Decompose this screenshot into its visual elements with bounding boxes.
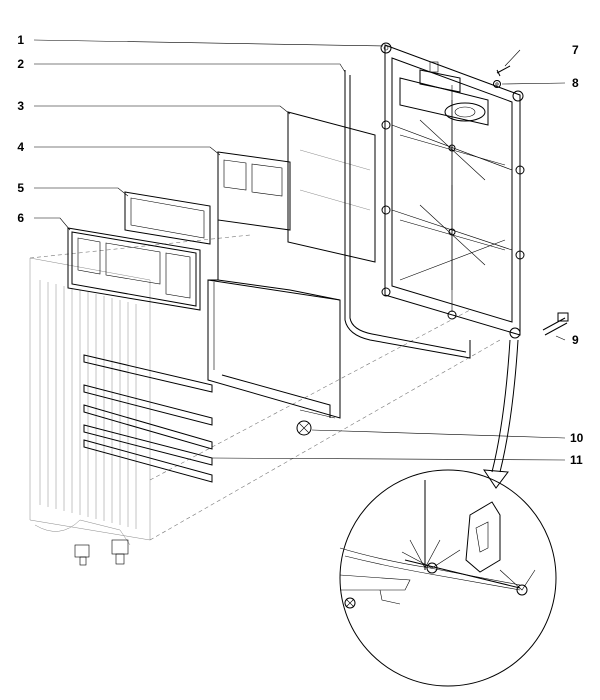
part-9-electrode — [542, 312, 569, 336]
part-7-screw — [496, 65, 511, 77]
leader-1 — [33, 39, 384, 47]
leader-3 — [34, 105, 291, 115]
part-10-nut — [296, 420, 312, 436]
callout-2: 2 — [17, 57, 24, 71]
callout-6: 6 — [17, 211, 24, 225]
appliance-body — [29, 234, 501, 566]
part-8-washer — [493, 80, 501, 88]
leader-4 — [34, 146, 221, 156]
callout-4: 4 — [17, 140, 24, 154]
part-6-front-frame — [67, 227, 201, 311]
part-5-gasket-frame — [124, 191, 211, 245]
callout-labels: 1 2 3 4 5 6 7 8 9 10 11 — [17, 33, 583, 467]
callout-8: 8 — [572, 76, 579, 90]
part-11-burner-strips — [83, 354, 213, 483]
leader-lines — [33, 39, 566, 461]
leader-10 — [311, 429, 566, 439]
heat-exchanger-fins — [39, 280, 137, 529]
burner-spokes — [399, 100, 506, 290]
leader-8 — [501, 82, 566, 85]
leader-5 — [34, 187, 129, 197]
callout-5: 5 — [17, 181, 24, 195]
part-3-insulation-panel — [287, 111, 376, 263]
leader-9 — [555, 335, 566, 341]
frame-bolts — [380, 42, 525, 339]
detail-arrow — [483, 339, 519, 489]
detail-magnifier — [339, 469, 557, 687]
bottom-fittings — [74, 539, 129, 566]
leader-7 — [504, 49, 521, 67]
leader-6 — [34, 217, 71, 231]
leader-11 — [211, 457, 566, 461]
callout-11: 11 — [570, 453, 583, 467]
leader-2 — [34, 63, 346, 73]
callout-10: 10 — [570, 431, 584, 445]
callout-7: 7 — [572, 43, 579, 57]
callout-3: 3 — [17, 99, 24, 113]
callout-9: 9 — [572, 333, 579, 347]
part-2-seal-rod — [344, 70, 471, 359]
gas-valve-housing — [399, 61, 489, 126]
part-4-chamber-panel — [207, 151, 341, 419]
part-1-burner-plate — [380, 42, 525, 339]
callout-1: 1 — [17, 33, 24, 47]
